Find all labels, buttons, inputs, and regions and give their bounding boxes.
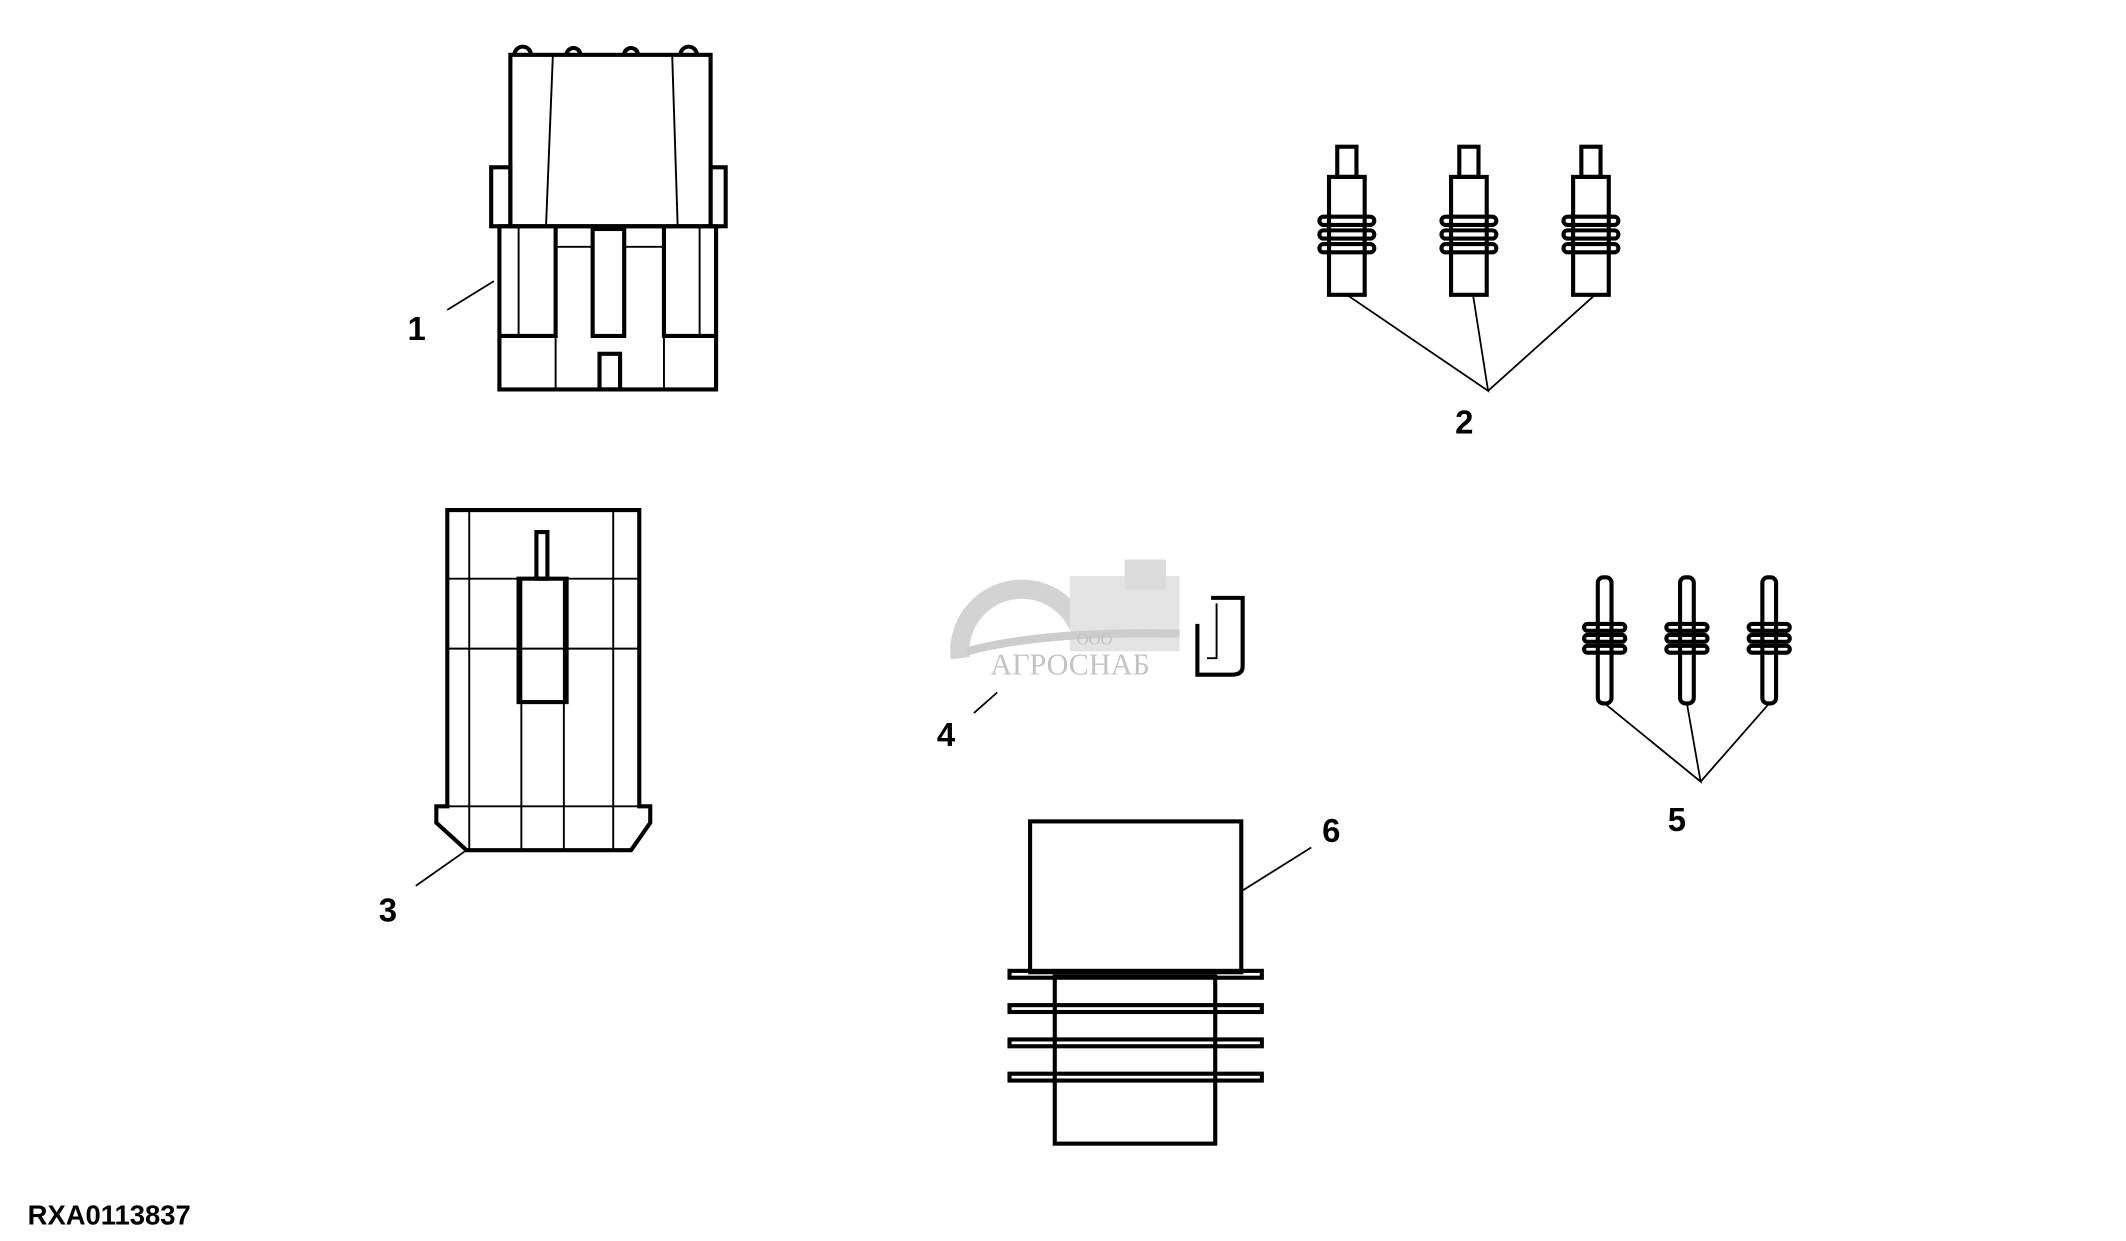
part-3-connector-body: 3 [379, 508, 653, 928]
part-1-connector-housing: 1 [408, 44, 728, 392]
callout-3: 3 [379, 891, 397, 928]
figure-code: RXA0113837 [28, 1200, 191, 1231]
callout-1: 1 [408, 310, 426, 347]
callout-2: 2 [1455, 403, 1473, 440]
watermark-name: АГРОСНАБ [990, 648, 1149, 682]
callout-6: 6 [1322, 812, 1340, 849]
part-6-seal: 6 [1007, 812, 1340, 1146]
watermark-prefix: ООО [1077, 629, 1113, 648]
part-4-lock-clip: 4 [937, 595, 1245, 753]
callout-5: 5 [1668, 801, 1686, 838]
part-2-terminals: 2 [1317, 144, 1621, 440]
watermark-logo: ООО АГРОСНАБ [950, 559, 1180, 682]
callout-4: 4 [937, 716, 956, 753]
part-5-pins: 5 [1582, 575, 1792, 838]
